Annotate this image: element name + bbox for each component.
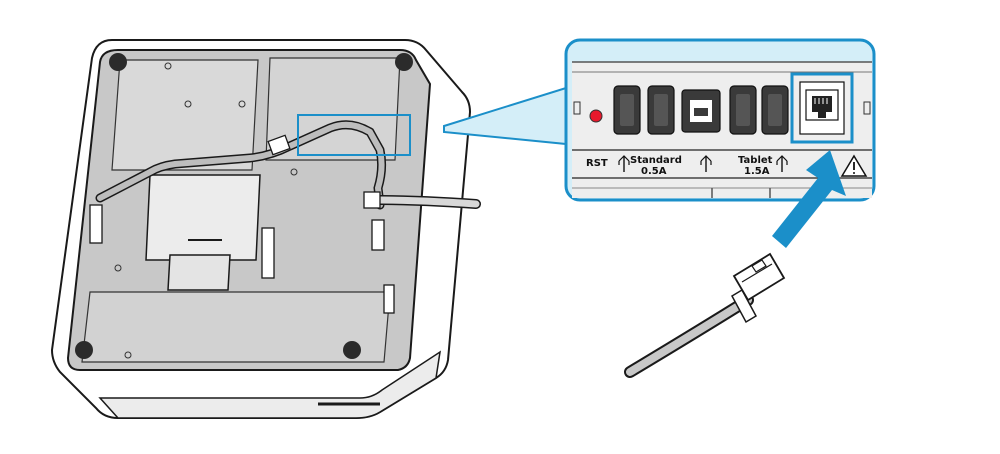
port-panel-callout: RST Standard 0.5A Tablet 1.5A <box>564 38 876 202</box>
modular-jack-highlight <box>790 72 854 144</box>
center-bracket <box>145 174 261 261</box>
tablet-rating: 1.5A <box>744 166 770 177</box>
base-left-panel <box>111 59 259 171</box>
usb-b-port <box>681 89 721 133</box>
port-area-highlight <box>297 114 411 156</box>
slot <box>89 204 103 244</box>
foot <box>109 53 127 71</box>
standard-label: Standard <box>630 155 682 166</box>
slot <box>371 219 385 251</box>
usb-icon <box>700 155 712 172</box>
usb-icon <box>618 155 630 172</box>
device-underside <box>50 39 481 419</box>
reset-label: RST <box>586 158 608 169</box>
usb-a-port <box>647 85 675 135</box>
tablet-label: Tablet <box>738 155 773 166</box>
cable-plug-icon <box>624 252 786 378</box>
usb-a-port <box>729 85 757 135</box>
usb-a-port <box>613 85 641 135</box>
usb-icon <box>776 155 788 172</box>
slot <box>261 227 275 279</box>
foot <box>395 53 413 71</box>
warning-icon <box>840 154 868 177</box>
center-bracket-tab <box>167 254 231 291</box>
base-bottom-panel <box>81 291 391 363</box>
foot <box>343 341 361 359</box>
standard-rating: 0.5A <box>641 166 667 177</box>
foot <box>75 341 93 359</box>
reset-button <box>589 109 603 123</box>
slot <box>383 284 395 314</box>
modular-plug <box>732 252 786 302</box>
usb-a-port <box>761 85 789 135</box>
device-shell-edge <box>98 350 441 419</box>
arrow-icon <box>772 150 846 248</box>
modular-jack <box>799 81 845 135</box>
